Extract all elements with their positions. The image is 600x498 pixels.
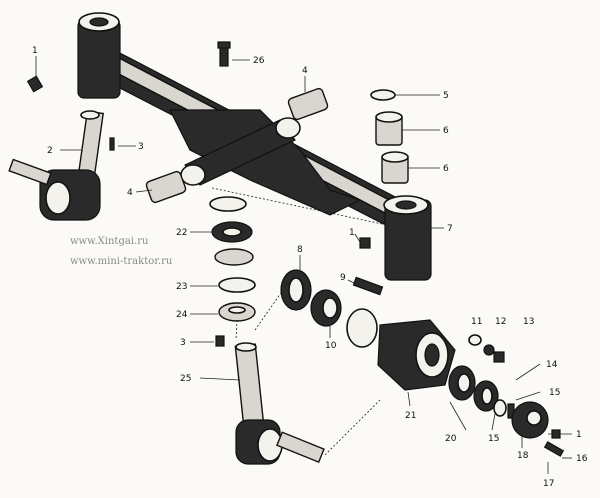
nut-13 (493, 351, 505, 363)
o-ring (370, 89, 396, 101)
bushing-6-upper (375, 111, 403, 146)
label-7: 7 (447, 224, 453, 234)
inner-bearings-20 (448, 365, 499, 412)
label-8: 8 (297, 245, 303, 255)
label-15-right: 15 (549, 388, 560, 398)
label-26: 26 (253, 56, 265, 66)
label-3-bottom: 3 (180, 338, 186, 348)
label-15-bottom: 15 (488, 434, 499, 444)
label-22: 22 (176, 228, 187, 238)
label-16: 16 (576, 454, 588, 464)
label-12: 12 (495, 317, 506, 327)
bolt-9 (352, 276, 384, 296)
washer-15 (493, 399, 507, 417)
label-21: 21 (405, 411, 416, 421)
assembly-line-1 (211, 187, 421, 233)
bushing-6-lower (381, 151, 409, 184)
callout-labels: 1 26 4 5 2 3 6 6 4 1 7 22 8 9 23 10 11 1… (32, 46, 588, 489)
label-23: 23 (176, 282, 187, 292)
pin-3-top (109, 137, 115, 151)
label-6-lower: 6 (443, 164, 449, 174)
thrust-bearing-stack (209, 196, 256, 322)
label-10: 10 (325, 341, 337, 351)
grease-nipple-26 (217, 41, 231, 67)
label-1-right: 1 (349, 228, 355, 238)
wheel-hub (377, 319, 456, 391)
label-20: 20 (445, 434, 457, 444)
bearing-cup-8 (280, 269, 312, 311)
taper-bearing-10 (310, 289, 342, 327)
label-25: 25 (180, 374, 191, 384)
label-11: 11 (471, 317, 482, 327)
right-steering-knuckle (234, 342, 325, 465)
label-4-left: 4 (127, 188, 133, 198)
washer-11 (468, 334, 482, 346)
label-3-top: 3 (138, 142, 144, 152)
assembly-line-2 (235, 319, 238, 341)
label-1-hub: 1 (576, 430, 582, 440)
pin-3-bottom (215, 335, 225, 347)
label-2: 2 (47, 146, 53, 156)
label-1-top: 1 (32, 46, 38, 56)
label-9: 9 (340, 273, 346, 283)
bushing-top (287, 87, 329, 121)
label-6-upper: 6 (443, 126, 449, 136)
bushing-left (145, 170, 187, 204)
label-18: 18 (517, 451, 529, 461)
assembly-line-4 (324, 399, 381, 456)
watermark-mini-traktor: www.mini-traktor.ru (70, 256, 173, 267)
grease-nipple-top (26, 75, 44, 93)
left-steering-knuckle (8, 110, 105, 221)
watermark-xintgai: www.Xintgai.ru (70, 236, 149, 247)
label-13: 13 (523, 317, 534, 327)
front-axle-beam (77, 12, 432, 281)
leader-lines (35, 56, 572, 474)
hub-cap (511, 401, 549, 439)
seal-ring (346, 308, 378, 348)
bolt-16 (543, 441, 565, 457)
washer-12 (483, 344, 495, 356)
grease-nipple-right (359, 237, 371, 249)
label-14: 14 (546, 360, 558, 370)
label-17: 17 (543, 479, 554, 489)
label-4-top: 4 (302, 66, 308, 76)
label-5: 5 (443, 91, 449, 101)
label-24: 24 (176, 310, 188, 320)
